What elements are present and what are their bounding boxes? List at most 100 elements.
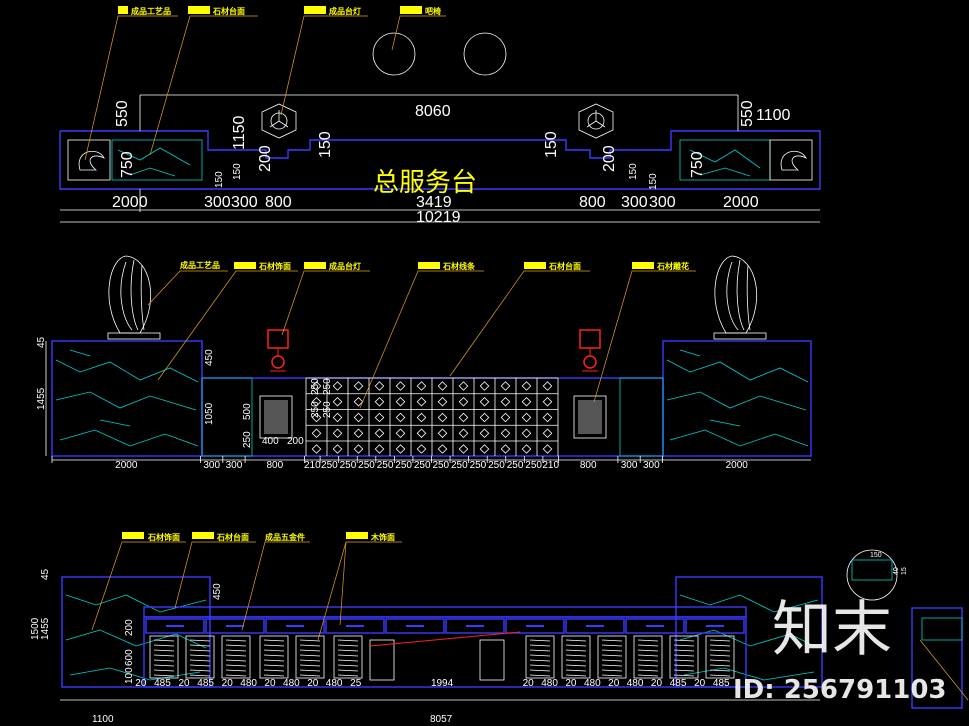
dim-label: 300 bbox=[203, 460, 220, 471]
drawer bbox=[145, 618, 205, 634]
dim-1100: 1100 bbox=[92, 714, 114, 725]
door-grain bbox=[709, 644, 731, 647]
lattice-diamond bbox=[521, 412, 532, 423]
stone-column bbox=[201, 377, 253, 457]
watermark: 知末 ID: 256791103 bbox=[733, 595, 947, 705]
dim-250: 250 bbox=[310, 401, 321, 418]
dim-label: 20 bbox=[565, 678, 577, 689]
door-grain bbox=[637, 669, 659, 672]
door-grain bbox=[263, 649, 285, 652]
dim-750-left: 750 bbox=[119, 151, 136, 178]
cabinet-door bbox=[259, 635, 289, 679]
door-grain bbox=[153, 669, 175, 672]
lattice-diamond bbox=[416, 396, 427, 407]
dim-300: 300 bbox=[649, 194, 676, 211]
dim-label: 300 bbox=[226, 460, 243, 471]
cabinet-door bbox=[333, 635, 363, 679]
dim-800-right: 800 bbox=[579, 194, 606, 211]
door-grain bbox=[337, 649, 359, 652]
dim-300: 300 bbox=[204, 194, 231, 211]
dim-label: 480 bbox=[240, 678, 257, 689]
door-grain bbox=[225, 669, 247, 672]
lattice-diamond bbox=[479, 396, 490, 407]
dim-label: 800 bbox=[266, 460, 283, 471]
lattice-diamond bbox=[437, 412, 448, 423]
door-grain bbox=[673, 639, 695, 642]
callout-label: 石材雕花 bbox=[656, 261, 689, 271]
drawer bbox=[505, 618, 565, 634]
door-grain bbox=[225, 659, 247, 662]
door-grain bbox=[263, 659, 285, 662]
lattice-diamond bbox=[500, 428, 511, 439]
sculpture-icon bbox=[78, 150, 105, 171]
door-grain bbox=[337, 654, 359, 657]
dim-450: 450 bbox=[204, 349, 215, 366]
dim-1100: 1100 bbox=[756, 107, 791, 124]
dim-100: 100 bbox=[124, 667, 135, 684]
callout-label: 石材台面 bbox=[548, 261, 581, 271]
door-grain bbox=[263, 639, 285, 642]
dim-1455: 1455 bbox=[36, 387, 47, 410]
callout-label: 石材台面 bbox=[216, 532, 249, 542]
dim-label: 250 bbox=[395, 460, 412, 471]
watermark-id: ID: 256791103 bbox=[733, 675, 947, 705]
dim-200-left: 200 bbox=[257, 145, 274, 172]
callout-label: 成品台灯 bbox=[329, 6, 361, 16]
callout-label: 成品工艺品 bbox=[180, 260, 220, 270]
door-grain bbox=[299, 664, 321, 667]
door-grain bbox=[299, 654, 321, 657]
door-grain bbox=[337, 644, 359, 647]
cabinet-door bbox=[561, 635, 591, 679]
door-grain bbox=[263, 644, 285, 647]
lattice-diamond bbox=[374, 381, 385, 391]
door-grain bbox=[709, 674, 731, 677]
table-lamp-icon bbox=[578, 103, 614, 139]
dim-label: 480 bbox=[541, 678, 558, 689]
door-grain bbox=[299, 669, 321, 672]
dim-label: 250 bbox=[414, 460, 431, 471]
lattice-diamond bbox=[542, 381, 553, 391]
lattice-diamond bbox=[521, 428, 532, 439]
dim-8057: 8057 bbox=[430, 714, 453, 725]
carved-relief bbox=[578, 400, 602, 434]
cabinet-door bbox=[149, 635, 179, 679]
door-grain bbox=[637, 659, 659, 662]
dim-label: 250 bbox=[377, 460, 394, 471]
lattice-diamond bbox=[500, 396, 511, 407]
dim-150: 150 bbox=[870, 552, 882, 559]
door-grain bbox=[637, 644, 659, 647]
dim-250: 250 bbox=[322, 378, 333, 395]
lattice-diamond bbox=[332, 381, 343, 391]
door-grain bbox=[189, 664, 211, 667]
door-grain bbox=[709, 639, 731, 642]
lattice-diamond bbox=[395, 412, 406, 423]
door-grain bbox=[337, 674, 359, 677]
dim-45: 45 bbox=[40, 568, 51, 580]
lattice-diamond bbox=[458, 412, 469, 423]
cabinet-door bbox=[669, 635, 699, 679]
door-grain bbox=[709, 649, 731, 652]
carved-relief bbox=[264, 400, 288, 434]
door-grain bbox=[565, 664, 587, 667]
dim-label: 480 bbox=[627, 678, 644, 689]
door-grain bbox=[529, 654, 551, 657]
door-grain bbox=[709, 664, 731, 667]
dim-label: 250 bbox=[358, 460, 375, 471]
door-grain bbox=[709, 654, 731, 657]
lattice-diamond bbox=[479, 381, 490, 391]
door-grain bbox=[153, 644, 175, 647]
door-grain bbox=[529, 674, 551, 677]
door-grain bbox=[189, 644, 211, 647]
lattice-diamond bbox=[374, 444, 385, 454]
artwork-panel bbox=[769, 139, 813, 181]
dim-450: 450 bbox=[212, 583, 223, 600]
lattice-diamond bbox=[479, 444, 490, 454]
door-grain bbox=[189, 639, 211, 642]
counter-top bbox=[143, 606, 747, 618]
cabinet-door bbox=[221, 635, 251, 679]
door-grain bbox=[637, 649, 659, 652]
door-grain bbox=[153, 654, 175, 657]
carved-panel-left bbox=[259, 395, 293, 439]
lattice-diamond bbox=[500, 444, 511, 454]
lattice-diamond bbox=[332, 396, 343, 407]
